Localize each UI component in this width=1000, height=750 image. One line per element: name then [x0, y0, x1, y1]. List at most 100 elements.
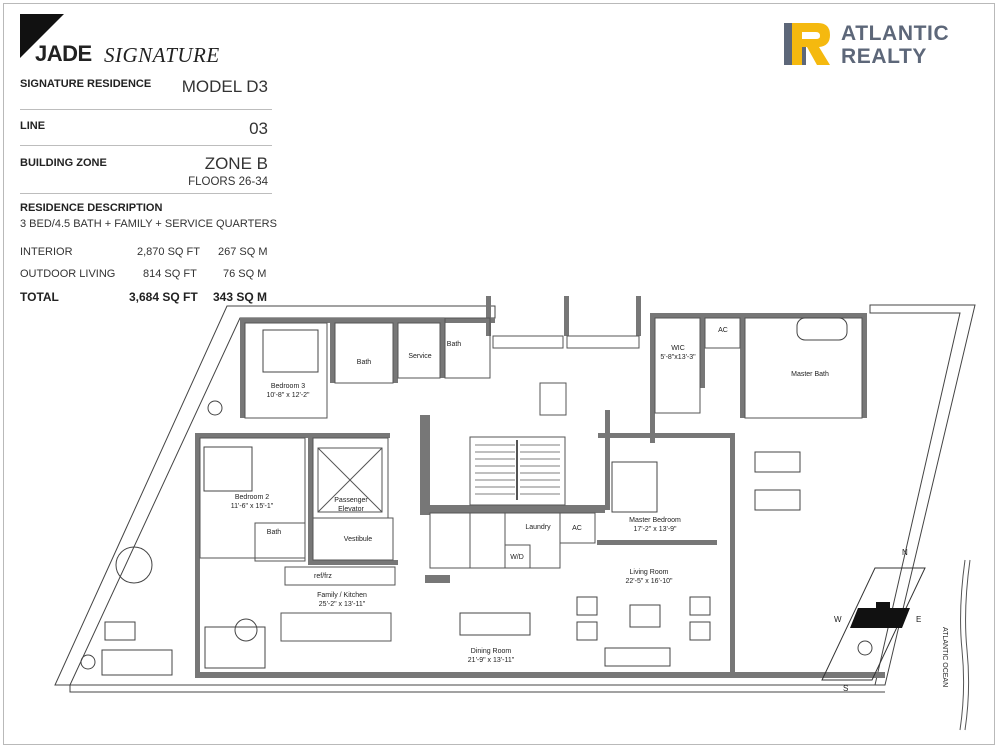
fridge-label: ref/frz — [314, 573, 332, 580]
ac-top-label: AC — [718, 327, 728, 334]
residence-label: SIGNATURE RESIDENCE — [20, 78, 152, 90]
area-sqm: 76 SQ M — [223, 268, 267, 280]
armchair — [689, 621, 711, 641]
master-bed — [611, 461, 658, 513]
terrace-sofa — [101, 649, 173, 676]
area-sqft: 3,684 SQ FT — [129, 290, 198, 304]
compass-w: W — [834, 615, 842, 624]
bedroom2-bed — [203, 446, 253, 492]
living-room-label: Living Room 22'-5" x 16'-10" — [614, 568, 684, 586]
ar-monogram-icon — [784, 23, 830, 65]
area-sqft: 814 SQ FT — [143, 268, 197, 280]
residence-description: RESIDENCE DESCRIPTION 3 BED/4.5 BATH + F… — [20, 202, 280, 230]
model-value: MODEL D3 — [181, 77, 268, 96]
logo-triangle-icon — [20, 14, 64, 58]
master-bedroom-label: Master Bedroom 17'-2" x 13'-9" — [620, 516, 690, 534]
room-name: Living Room — [629, 569, 669, 576]
bath-b2-room — [254, 522, 306, 562]
powder-room — [429, 512, 471, 569]
area-sqm: 343 SQ M — [213, 290, 268, 304]
planter — [207, 400, 223, 416]
compass-s: S — [843, 684, 849, 693]
room-name: Bedroom 2 — [234, 494, 270, 501]
cabinet-top — [566, 335, 640, 349]
service-label: Service — [408, 353, 432, 360]
info-row-zone: BUILDING ZONE ZONE B FLOORS 26-34 — [20, 146, 272, 194]
terrace-table — [104, 621, 136, 641]
room-dim: 11'-6" x 15'-1" — [230, 503, 274, 510]
area-row: INTERIOR 2,870 SQ FT 267 SQ M — [20, 242, 280, 264]
stair-room — [469, 436, 566, 506]
room-dim: 5'-8"x13'-3" — [660, 354, 696, 361]
lounge-chair — [754, 489, 801, 511]
service-elevator — [539, 382, 567, 416]
planter — [80, 654, 96, 670]
bath-b3-room — [334, 322, 394, 384]
room-dim: 10'-8" x 12'-2" — [266, 392, 310, 399]
room-name: Bedroom 3 — [270, 383, 306, 390]
bedroom3-room — [244, 322, 328, 419]
bedroom3-label: Bedroom 3 10'-8" x 12'-2" — [253, 382, 323, 400]
zone-label: BUILDING ZONE — [20, 157, 107, 169]
room-dim: Elevator — [338, 506, 364, 513]
planter — [857, 640, 873, 656]
ac-top-room — [704, 317, 741, 349]
area-sqm: 267 SQ M — [218, 246, 268, 258]
description-text: 3 BED/4.5 BATH + FAMILY + SERVICE QUARTE… — [20, 218, 277, 230]
elevator-cross — [317, 447, 383, 513]
kitchen-counter — [284, 566, 396, 586]
closet-room — [469, 512, 506, 569]
armchair — [576, 596, 598, 616]
kitchen-island — [280, 612, 392, 642]
compass-e: E — [916, 615, 922, 624]
area-sqft: 2,870 SQ FT — [137, 246, 200, 258]
area-row-total: TOTAL 3,684 SQ FT 343 SQ M — [20, 286, 280, 308]
room-name: Master Bedroom — [629, 517, 681, 524]
armchair — [576, 621, 598, 641]
family-sofa — [204, 626, 266, 669]
family-round-table — [234, 618, 258, 642]
floors-value: FLOORS 26-34 — [188, 176, 268, 188]
area-row: OUTDOOR LIVING 814 SQ FT 76 SQ M — [20, 264, 280, 286]
area-label: OUTDOOR LIVING — [20, 268, 116, 280]
room-dim: 22'-5" x 16'-10" — [625, 578, 673, 585]
ocean-label: ATLANTIC OCEAN — [941, 627, 948, 688]
room-name: Dining Room — [470, 648, 512, 655]
atlantic-realty-logo: ATLANTIC REALTY — [784, 19, 984, 69]
wic-label: WIC 5'-8"x13'-3" — [652, 344, 704, 362]
line-label: LINE — [20, 120, 46, 132]
stair-treads — [475, 440, 560, 500]
vestibule-room — [312, 517, 394, 561]
logo-brand-italic: SIGNATURE — [104, 43, 220, 67]
dining-table — [459, 612, 531, 636]
area-label: TOTAL — [20, 290, 59, 304]
agency-line2: REALTY — [841, 45, 928, 68]
elevator-label: Passenger Elevator — [325, 496, 377, 514]
area-table: INTERIOR 2,870 SQ FT 267 SQ M OUTDOOR LI… — [20, 242, 280, 308]
vestibule-label: Vestibule — [343, 536, 373, 543]
laundry-label: Laundry — [525, 524, 551, 531]
residence-info: SIGNATURE RESIDENCE MODEL D3 LINE 03 BUI… — [20, 70, 272, 194]
room-name: Passenger — [334, 497, 368, 504]
terrace-round-table — [115, 546, 153, 584]
wd-label: W/D — [510, 554, 524, 561]
info-row-line: LINE 03 — [20, 110, 272, 146]
coffee-table — [629, 604, 661, 628]
page-frame — [3, 3, 995, 745]
bedroom2-label: Bedroom 2 11'-6" x 15'-1" — [217, 493, 287, 511]
ac-mid-room — [559, 512, 596, 544]
dining-room-label: Dining Room 21'-9" x 13'-11" — [456, 647, 526, 665]
info-row-model: SIGNATURE RESIDENCE MODEL D3 — [20, 70, 272, 110]
line-value: 03 — [249, 119, 268, 138]
zone-value: ZONE B — [204, 154, 268, 173]
bedroom3-bed — [262, 329, 319, 373]
jade-signature-logo: JADE SIGNATURE — [20, 14, 220, 67]
master-bath-room — [744, 317, 863, 419]
walls — [195, 296, 885, 678]
room-dim: 21'-9" x 13'-11" — [467, 657, 515, 664]
compass-n: N — [902, 548, 908, 557]
terrace-bottom-inner — [69, 685, 885, 693]
bathtub — [796, 317, 848, 341]
sofa — [604, 647, 671, 667]
cabinet-top-left — [492, 335, 564, 349]
